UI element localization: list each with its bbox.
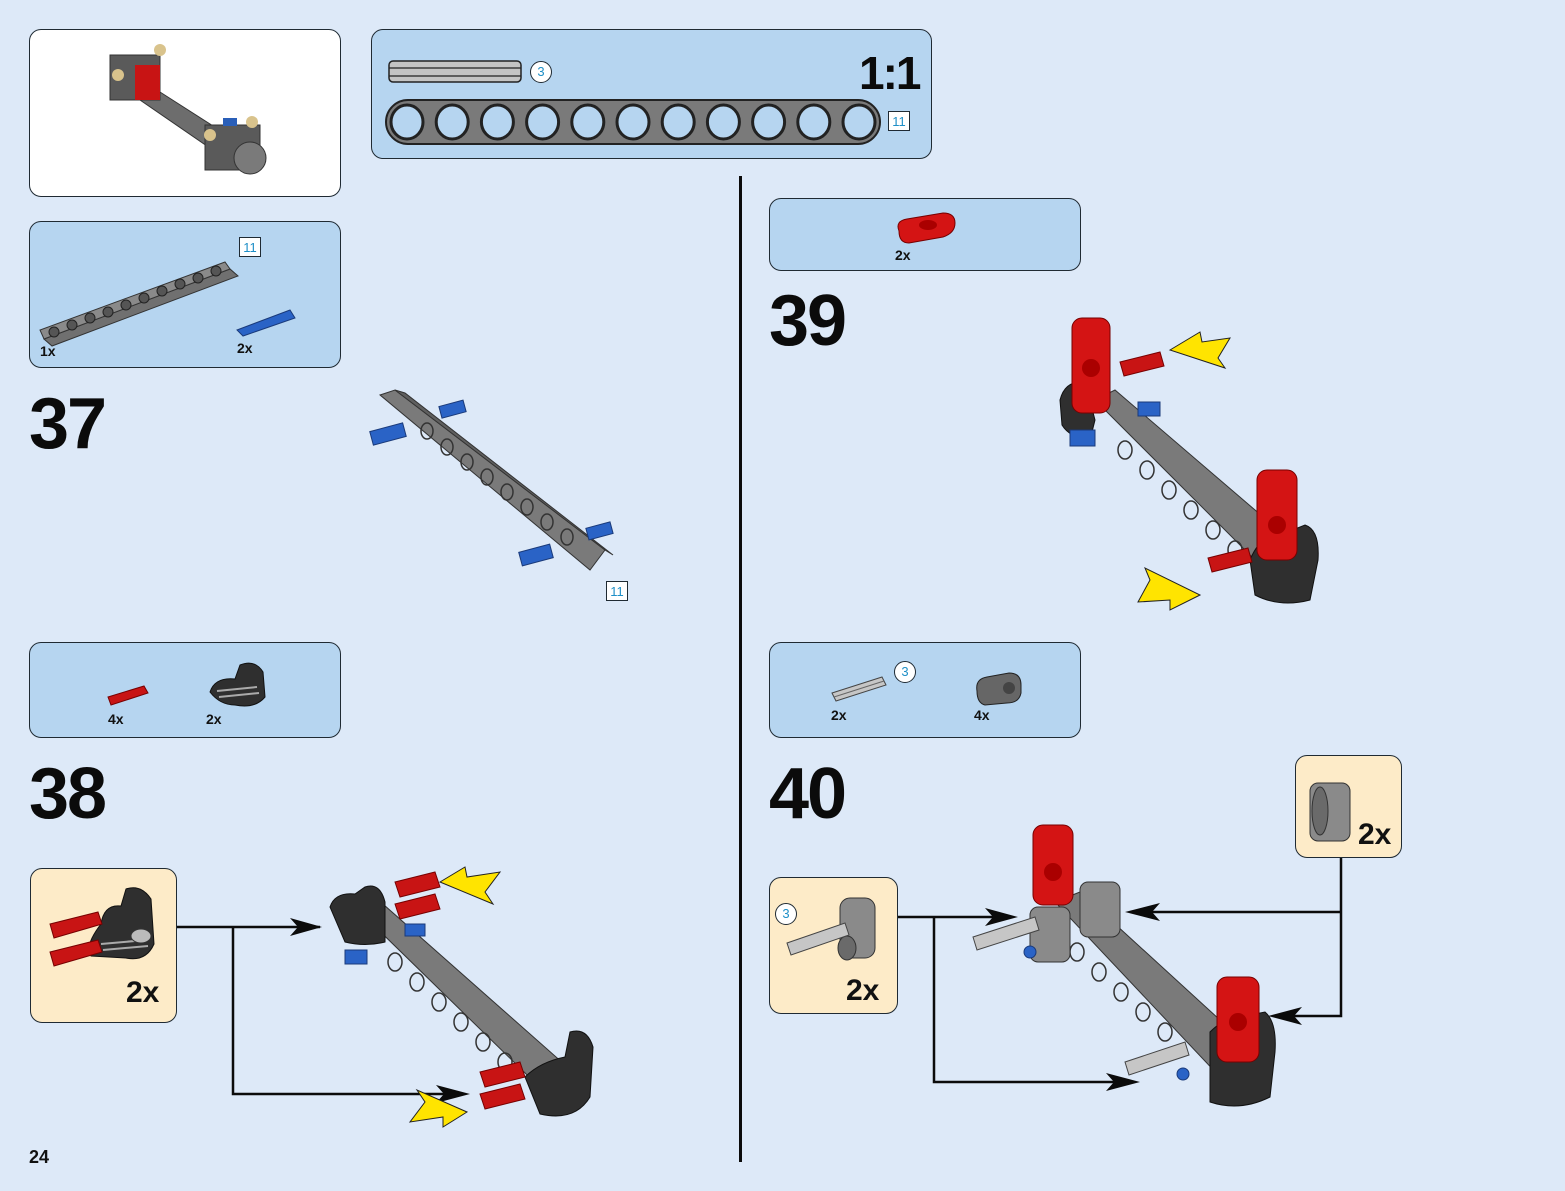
axle-length-badge: 3 bbox=[530, 61, 552, 83]
beam-hole bbox=[479, 103, 515, 141]
arrow-head bbox=[1106, 1073, 1140, 1091]
step-38-parts-callout: 4x 2x bbox=[29, 642, 341, 738]
step-38-subassembly-box: 2x bbox=[30, 868, 177, 1023]
subassembly-connector-qty: 2x bbox=[1358, 818, 1392, 851]
scale-reference-box: 3 1:1 11 bbox=[371, 29, 932, 159]
step-37-parts-callout: 11 1x 2x bbox=[29, 221, 341, 368]
step-39-assembly-image bbox=[1059, 317, 1319, 611]
liftarm-qty: 1x bbox=[40, 343, 56, 359]
page-number: 24 bbox=[29, 1147, 50, 1167]
step-39-parts-callout: 2x bbox=[769, 198, 1081, 271]
yellow-insert-arrow bbox=[1168, 331, 1231, 369]
step-37-number: 37 bbox=[29, 384, 107, 464]
beam-hole bbox=[841, 103, 877, 141]
red-axle-pin-qty: 4x bbox=[108, 711, 124, 727]
step-40-assembly-image bbox=[972, 824, 1276, 1107]
blue-pin-part-icon bbox=[236, 309, 296, 337]
step-40-subassembly-axle-box: 3 2x bbox=[769, 877, 898, 1014]
step-37-length-badge: 11 bbox=[606, 581, 628, 601]
yellow-insert-arrow bbox=[408, 1088, 469, 1128]
liftarm-11-scale-icon bbox=[385, 99, 881, 145]
liftarm-11-part-icon bbox=[39, 261, 239, 347]
beam-connector-subassembly-image bbox=[1309, 782, 1351, 842]
column-divider bbox=[739, 176, 742, 1162]
axle-3-qty: 2x bbox=[831, 707, 847, 723]
red-connector-qty: 2x bbox=[895, 247, 911, 263]
subassembly-axle-length-badge: 3 bbox=[775, 903, 797, 925]
blue-pin-qty: 2x bbox=[237, 340, 253, 356]
preview-assembly-image bbox=[109, 44, 267, 175]
beam-hole bbox=[434, 103, 470, 141]
subassembly-axle-qty: 2x bbox=[846, 974, 880, 1007]
yellow-insert-arrow bbox=[438, 866, 502, 906]
step-39-number: 39 bbox=[769, 281, 847, 361]
arrow-head bbox=[985, 908, 1018, 926]
step-38-number: 38 bbox=[29, 754, 107, 834]
preview-box bbox=[29, 29, 341, 197]
step-40-parts-callout: 3 2x 4x bbox=[769, 642, 1081, 738]
beam-length-badge: 11 bbox=[888, 111, 910, 131]
steering-knuckle-part-icon bbox=[209, 662, 266, 707]
step-38-subassembly-qty: 2x bbox=[126, 976, 160, 1009]
beam-connector-part-icon bbox=[976, 672, 1022, 706]
beam-hole bbox=[389, 103, 425, 141]
yellow-insert-arrow bbox=[1137, 566, 1202, 611]
step-40-subassembly-connector-box: 2x bbox=[1295, 755, 1402, 858]
red-connector-part-icon bbox=[897, 212, 956, 244]
step-38-assembly-image bbox=[329, 866, 594, 1128]
step-40-number: 40 bbox=[769, 754, 847, 834]
arrow-head bbox=[290, 918, 322, 936]
beam-connector-qty: 4x bbox=[974, 707, 990, 723]
beam-hole bbox=[705, 103, 741, 141]
liftarm-length-badge: 11 bbox=[239, 237, 261, 257]
beam-hole bbox=[796, 103, 832, 141]
arrow-head bbox=[436, 1085, 470, 1103]
red-axle-pin-part-icon bbox=[107, 685, 149, 706]
axle-with-connector-subassembly-image bbox=[786, 897, 876, 961]
axle-3-length-badge: 3 bbox=[894, 661, 916, 683]
axle-3-part-icon bbox=[831, 676, 887, 702]
beam-hole bbox=[660, 103, 696, 141]
beam-hole bbox=[570, 103, 606, 141]
step-37-assembly-image bbox=[369, 389, 614, 571]
scale-label: 1:1 bbox=[859, 47, 922, 99]
arrow-head bbox=[1268, 1007, 1302, 1025]
knuckle-with-pins-subassembly-image bbox=[49, 887, 155, 967]
arrow-head bbox=[1125, 903, 1160, 921]
axle-3-scale-icon bbox=[388, 60, 522, 83]
beam-hole bbox=[751, 103, 787, 141]
beam-hole bbox=[615, 103, 651, 141]
steering-knuckle-qty: 2x bbox=[206, 711, 222, 727]
beam-hole bbox=[525, 103, 561, 141]
